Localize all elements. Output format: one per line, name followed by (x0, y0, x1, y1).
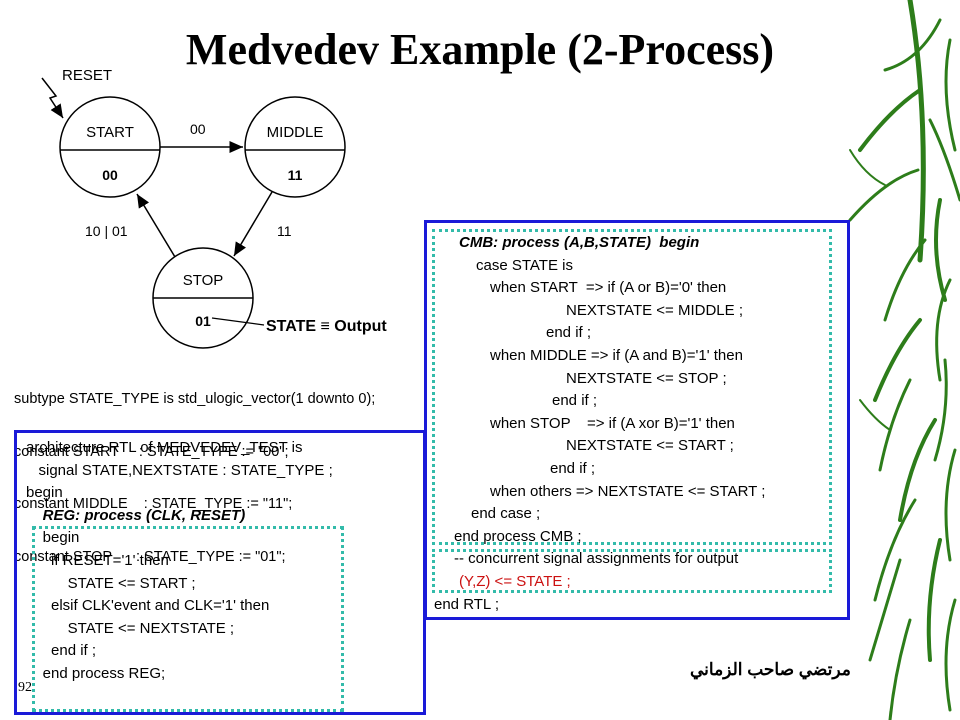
code-line: when others => NEXTSTATE <= START ; (490, 482, 766, 500)
code-line: case STATE is (476, 256, 573, 274)
transition-middle-stop (233, 191, 273, 257)
reset-arrow (41, 77, 64, 119)
code-line: STATE <= NEXTSTATE ; (26, 619, 235, 637)
code-line: end process REG; (26, 665, 166, 682)
author-name: مرتضي صاحب الزماني (690, 660, 851, 679)
code-line: when STOP => if (A xor B)='1' then (490, 414, 735, 432)
state-stop-code: 01 (195, 313, 211, 329)
page-title: Medvedev Example (2-Process) (185, 25, 775, 74)
code-line: begin (26, 529, 80, 547)
state-stop-name: STOP (183, 272, 224, 289)
code-line: end if ; (552, 392, 598, 410)
code-line: elsif CLK'event and CLK='1' then (26, 597, 270, 615)
declaration-line: constant STOP : STATE_TYPE := "01"; (14, 548, 286, 565)
declaration-line: subtype STATE_TYPE is std_ulogic_vector(… (14, 391, 376, 407)
declaration-line: constant START : STATE_TYPE := "00"; (14, 443, 289, 460)
cmb-frame (424, 220, 850, 620)
state-start-name: START (86, 124, 134, 141)
code-line: end RTL ; (434, 595, 500, 613)
code-line: end process CMB ; (454, 527, 582, 545)
state-diagram: RESET START 00 MIDDLE 11 STOP 01 00 11 1… (41, 67, 387, 349)
code-line: end if ; (550, 460, 596, 477)
code-line: end case ; (471, 505, 541, 523)
state-middle: MIDDLE 11 (244, 96, 346, 198)
code-line-output-assign: (Y,Z) <= STATE ; (459, 573, 571, 590)
transition-middle-stop-label: 11 (277, 223, 292, 239)
state-middle-code: 11 (288, 167, 303, 183)
bamboo-leaves (848, 0, 960, 720)
annotation-state-output: STATE ≡ Output (266, 318, 387, 335)
transition-stop-start (136, 193, 176, 258)
code-line: end if ; (26, 642, 97, 660)
state-middle-name: MIDDLE (267, 124, 324, 141)
code-line: end if ; (546, 324, 592, 342)
code-line: when MIDDLE => if (A and B)='1' then (490, 347, 743, 364)
code-line-reg-process: REG: process (CLK, RESET) (26, 506, 246, 524)
code-line: NEXTSTATE <= MIDDLE ; (566, 301, 743, 319)
code-line: signal STATE,NEXTSTATE : STATE_TYPE ; (26, 461, 333, 479)
right-code-block: CMB: process (A,B,STATE) begin case STAT… (432, 232, 842, 617)
code-line: NEXTSTATE <= STOP ; (566, 369, 727, 387)
code-line: begin (26, 484, 63, 502)
state-start-code: 00 (102, 167, 118, 183)
state-stop: STOP 01 (152, 247, 254, 349)
left-code-block: architecture RTL of MEDVEDEV_TEST is sig… (26, 437, 421, 708)
code-line-cmb-process: CMB: process (A,B,STATE) begin (459, 234, 700, 251)
code-line: when START => if (A or B)='0' then (490, 279, 727, 297)
reset-label: RESET (62, 67, 112, 84)
code-line: architecture RTL of MEDVEDEV_TEST is (26, 439, 303, 456)
declarations-block: subtype STATE_TYPE is std_ulogic_vector(… (14, 356, 375, 584)
state-start: START 00 (59, 96, 161, 198)
output-assign-frame (432, 549, 832, 593)
code-line: NEXTSTATE <= START ; (566, 437, 734, 455)
code-line-comment: -- concurrent signal assignments for out… (454, 550, 739, 568)
transition-start-middle-label: 00 (190, 121, 206, 137)
cmb-process-frame (432, 229, 832, 545)
code-line: if RESET='1' then (26, 552, 169, 569)
declaration-line: constant MIDDLE : STATE_TYPE := "11"; (14, 496, 293, 512)
bamboo-decoration (848, 0, 960, 720)
annotation-pointer (211, 317, 265, 326)
code-line: STATE <= START ; (26, 574, 196, 592)
page-number: 92 (18, 680, 32, 695)
transition-stop-start-label: 10 | 01 (85, 223, 128, 239)
reg-process-frame (32, 526, 344, 712)
